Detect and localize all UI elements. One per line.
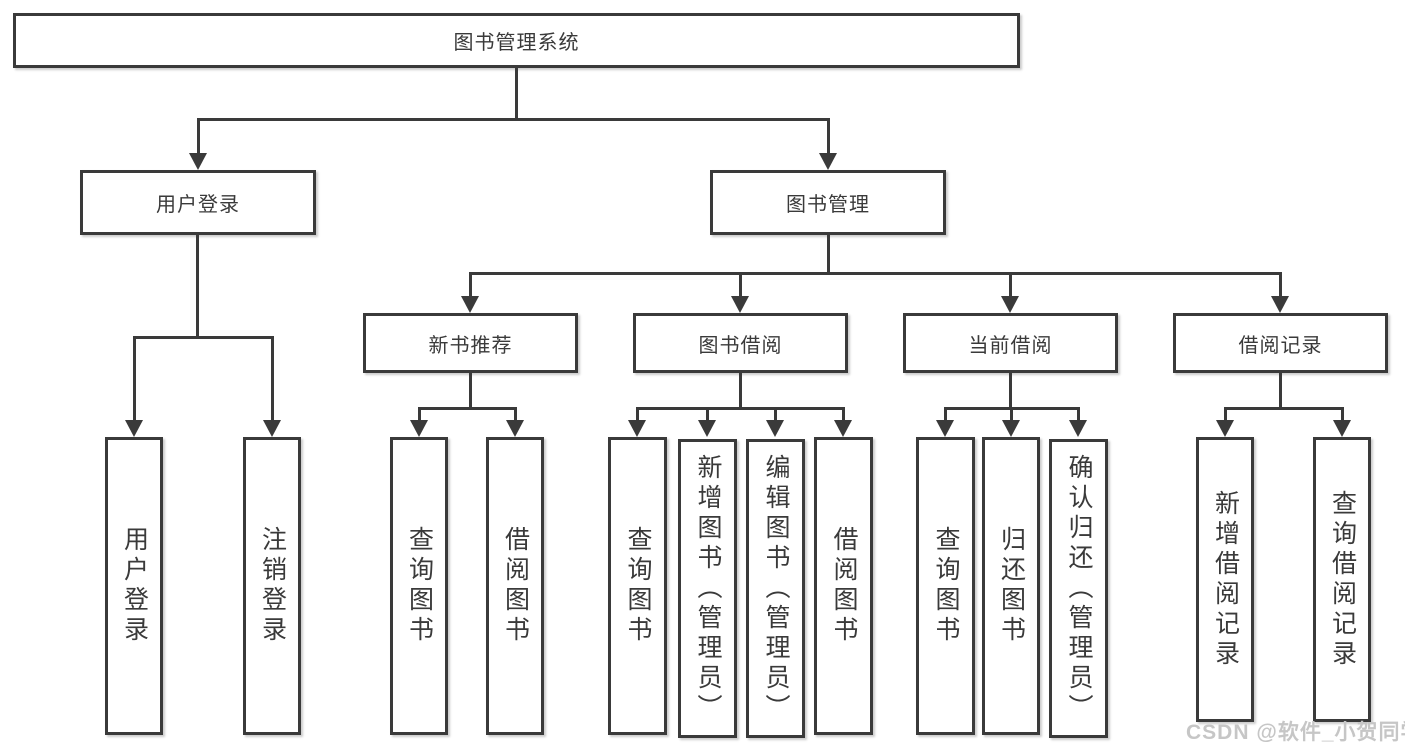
node-book-management-label: 图书管理 [786, 194, 870, 216]
node-cb-return-books-label: 归还图书 [997, 526, 1026, 646]
node-br-add-record: 新增借阅记录 [1196, 437, 1254, 722]
arrow-to-cb-confirm [1069, 407, 1087, 437]
node-current-borrow-label: 当前借阅 [968, 334, 1053, 357]
node-root-label: 图书管理系统 [453, 32, 580, 54]
node-br-add-record-label: 新增借阅记录 [1211, 489, 1240, 670]
node-login: 用户登录 [105, 437, 163, 735]
arrow-to-nbr-query [410, 407, 428, 437]
node-current-borrow: 当前借阅 [903, 313, 1118, 373]
node-cb-confirm-return-admin: 确认归还（管理员） [1049, 439, 1108, 738]
arrow-to-login [125, 336, 143, 437]
arrow-to-bb-query [628, 407, 646, 437]
node-borrow-records-label: 借阅记录 [1238, 334, 1323, 357]
arrow-to-borrow-records [1271, 272, 1289, 313]
node-nbr-query-books-label: 查询图书 [405, 526, 434, 646]
node-bb-edit-books-admin-label: 编辑图书（管理员） [762, 453, 790, 724]
arrow-to-book-borrow [731, 272, 749, 313]
node-nbr-borrow-books: 借阅图书 [486, 437, 544, 735]
node-cb-query-books: 查询图书 [916, 437, 975, 735]
node-book-borrow: 图书借阅 [633, 313, 848, 373]
node-nbr-query-books: 查询图书 [390, 437, 448, 735]
node-cb-query-books-label: 查询图书 [932, 526, 960, 646]
connector-bb-stem [739, 373, 742, 408]
node-logout: 注销登录 [243, 437, 301, 735]
node-new-book-recommend-label: 新书推荐 [428, 334, 513, 357]
node-book-borrow-label: 图书借阅 [698, 334, 783, 357]
arrow-to-user-login [189, 118, 207, 170]
node-borrow-records: 借阅记录 [1173, 313, 1388, 373]
node-bb-borrow-books-label: 借阅图书 [830, 526, 858, 646]
node-bb-add-books-admin: 新增图书（管理员） [678, 439, 737, 738]
node-br-query-record: 查询借阅记录 [1313, 437, 1371, 722]
node-book-management: 图书管理 [710, 170, 946, 235]
arrow-to-nbr-borrow [506, 407, 524, 437]
node-cb-return-books: 归还图书 [982, 437, 1040, 735]
arrow-to-bb-borrow [834, 407, 852, 437]
node-new-book-recommend: 新书推荐 [363, 313, 578, 373]
node-bb-query-books-label: 查询图书 [624, 526, 652, 646]
node-bb-edit-books-admin: 编辑图书（管理员） [746, 439, 805, 738]
node-cb-confirm-return-admin-label: 确认归还（管理员） [1065, 453, 1093, 724]
node-nbr-borrow-books-label: 借阅图书 [501, 526, 530, 646]
arrow-to-new-book-recommend [461, 272, 479, 313]
connector-nbr-rail [418, 407, 517, 410]
connector-br-rail [1224, 407, 1343, 410]
node-bb-query-books: 查询图书 [608, 437, 667, 735]
arrow-to-bb-add [698, 407, 716, 437]
node-bb-add-books-admin-label: 新增图书（管理员） [694, 453, 722, 724]
arrow-to-br-query [1333, 407, 1351, 437]
arrow-to-logout [263, 336, 281, 437]
connector-level3-rail [469, 272, 1281, 275]
node-logout-label: 注销登录 [258, 526, 287, 646]
connector-user-login-rail [133, 336, 274, 339]
connector-user-login-stem [196, 235, 199, 336]
connector-book-management-stem [827, 235, 830, 273]
node-br-query-record-label: 查询借阅记录 [1328, 489, 1357, 670]
arrow-to-book-management [819, 118, 837, 170]
arrow-to-cb-return [1002, 407, 1020, 437]
connector-level2-rail [197, 118, 830, 121]
connector-bb-rail [636, 407, 845, 410]
arrow-to-current-borrow [1001, 272, 1019, 313]
node-user-login: 用户登录 [80, 170, 316, 235]
arrow-to-br-add [1216, 407, 1234, 437]
connector-cb-stem [1009, 373, 1012, 408]
node-bb-borrow-books: 借阅图书 [814, 437, 873, 735]
node-user-login-label: 用户登录 [156, 194, 240, 216]
connector-root-stem [515, 68, 518, 118]
node-login-label: 用户登录 [120, 526, 149, 646]
connector-br-stem [1279, 373, 1282, 408]
node-root: 图书管理系统 [13, 13, 1020, 68]
arrow-to-cb-query [936, 407, 954, 437]
csdn-watermark: CSDN @软件_小贺同学 [1186, 721, 1405, 744]
connector-nbr-stem [469, 373, 472, 408]
arrow-to-bb-edit [766, 407, 784, 437]
